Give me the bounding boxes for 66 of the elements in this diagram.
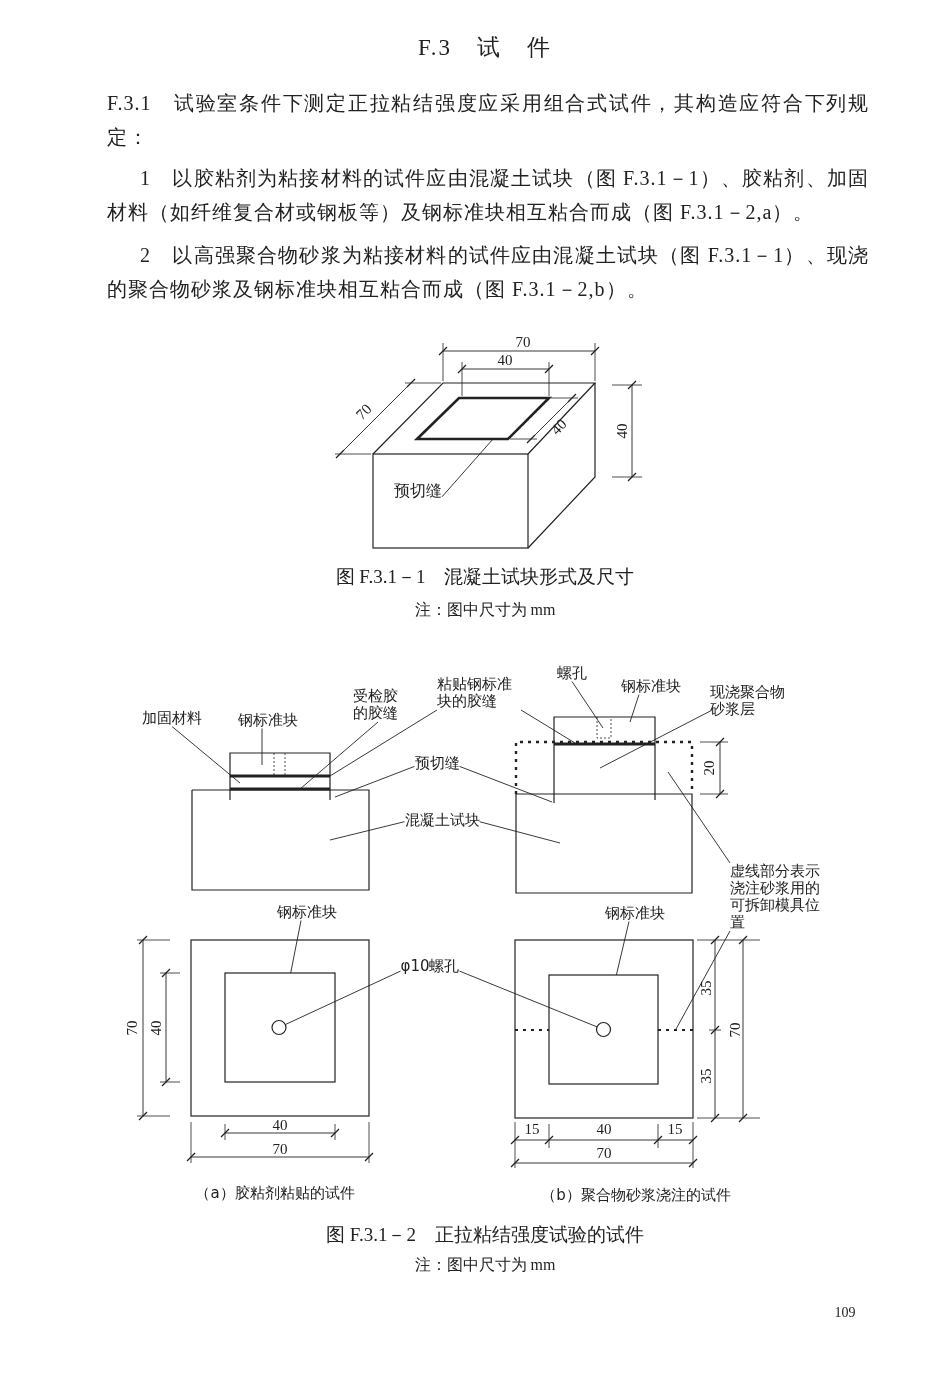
steel-block-square xyxy=(548,974,659,1085)
subfigure-caption: （b）聚合物砂浆浇注的试件 xyxy=(541,1186,731,1204)
dimension-value: 40 xyxy=(613,423,631,439)
part-label: φ10螺孔 xyxy=(400,957,460,975)
dimension-value: 35 xyxy=(697,1068,715,1084)
page-number: 109 xyxy=(834,1305,856,1321)
part-label: 钢标准块 xyxy=(605,904,665,922)
leader-line xyxy=(520,709,576,744)
dimension-value: 40 xyxy=(147,1020,165,1036)
leader-line xyxy=(629,694,640,723)
leader-line xyxy=(334,765,415,798)
part-label: 混凝土试块 xyxy=(404,811,480,829)
leader-line xyxy=(571,681,604,729)
part-label: 受检胶的胶缝 xyxy=(353,688,403,722)
dimension-value: 40 xyxy=(547,415,571,439)
hole-circle xyxy=(271,1019,287,1036)
part-label: 现浇聚合物砂浆层 xyxy=(710,684,794,718)
leader-line xyxy=(441,438,494,498)
dimension-value: 20 xyxy=(700,760,718,776)
figure-note: 注：图中尺寸为 mm xyxy=(414,601,556,619)
dimension-value: 70 xyxy=(596,1144,612,1162)
part-label: 预切缝 xyxy=(394,481,442,499)
section-title: F.3 试 件 xyxy=(417,33,553,62)
leader-line xyxy=(299,721,379,790)
dimension-value: 40 xyxy=(272,1116,288,1134)
leader-line xyxy=(459,970,598,1028)
leader-line xyxy=(329,821,405,841)
paragraph: 2 以高强聚合物砂浆为粘接材料的试件应由混凝土试块（图 F.3.1－1）、现浇的聚合物砂浆及钢标准块相互粘合而成（图 F.3.1－2,b）。 xyxy=(107,243,869,302)
figure-caption: 图 F.3.1－1 混凝土试块形式及尺寸 xyxy=(335,566,635,588)
steel-block-square xyxy=(224,972,336,1083)
hole-circle xyxy=(595,1021,612,1038)
leader-line xyxy=(667,771,731,864)
dimension-value: 70 xyxy=(123,1020,141,1036)
dimension-value: 70 xyxy=(272,1140,288,1158)
leader-line xyxy=(615,921,630,976)
dimension-value: 40 xyxy=(596,1120,612,1138)
part-label: 钢标准块 xyxy=(621,677,681,695)
dimension-value: 70 xyxy=(352,400,376,424)
paragraph: F.3.1 试验室条件下测定正拉粘结强度应采用组合式试件，其构造应符合下列规定： xyxy=(107,91,869,150)
leader-line xyxy=(479,821,561,844)
part-label: 钢标准块 xyxy=(238,711,298,729)
leader-line xyxy=(459,765,553,803)
dimension-value: 35 xyxy=(697,980,715,996)
dimension-value: 70 xyxy=(726,1022,744,1038)
leader-line xyxy=(261,728,263,766)
leader-line xyxy=(329,709,438,777)
leader-line xyxy=(675,930,731,1031)
leader-line xyxy=(171,726,241,784)
dimension-value: 15 xyxy=(524,1120,540,1138)
figure-note: 注：图中尺寸为 mm xyxy=(414,1256,556,1274)
dimension-value: 40 xyxy=(497,351,513,369)
dimension-value: 15 xyxy=(667,1120,683,1138)
leader-line xyxy=(599,710,711,769)
part-label: 加固材料 xyxy=(142,709,202,727)
dimension-value: 70 xyxy=(515,333,531,351)
figure-caption: 图 F.3.1－2 正拉粘结强度试验的试件 xyxy=(326,1224,644,1246)
part-label: 虚线部分表示浇注砂浆用的可拆卸模具位置 xyxy=(730,863,830,931)
dotted-line xyxy=(657,1029,694,1031)
part-label: 粘贴钢标准块的胶缝 xyxy=(437,676,521,710)
leader-line xyxy=(290,920,302,974)
paragraph: 1 以胶粘剂为粘接材料的试件应由混凝土试块（图 F.3.1－1）、胶粘剂、加固材料（如纤维复合材或钢板等）及钢标准块相互粘合而成（图 F.3.1－2,a）。 xyxy=(107,166,869,225)
part-label: 预切缝 xyxy=(414,754,460,772)
subfigure-caption: （a）胶粘剂粘贴的试件 xyxy=(195,1184,355,1202)
part-label: 螺孔 xyxy=(557,664,587,682)
part-label: 钢标准块 xyxy=(277,903,337,921)
leader-line xyxy=(284,970,401,1025)
